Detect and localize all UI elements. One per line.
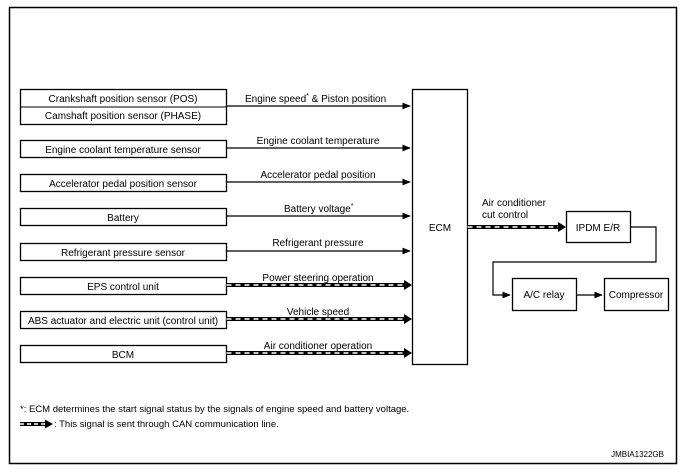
ac-relay-box: [511, 277, 578, 312]
refrigerant-pressure-sensor-label: Refrigerant pressure sensor: [61, 248, 186, 259]
engine-coolant-temperature-sensor-label: Engine coolant temperature sensor: [45, 145, 201, 156]
ac-relay-label: A/C relay: [523, 290, 564, 301]
refrigerant-pressure-sensor-box: [19, 242, 228, 262]
outer-frame: [8, 6, 678, 465]
air-conditioner-operation-signal-label: Air conditioner operation: [264, 341, 372, 352]
eps-control-unit-label: EPS control unit: [87, 282, 159, 293]
engine-coolant-temperature-sensor-box: [19, 139, 228, 159]
battery-label: Battery: [107, 213, 139, 224]
ipdm-er-box: [565, 210, 632, 244]
crankshaft-sensor-label: Crankshaft position sensor (POS): [49, 94, 198, 105]
figure-code: JMBIA1322GB: [611, 450, 664, 459]
accelerator-pedal-position-sensor-box: [19, 173, 228, 193]
ecm-label: ECM: [429, 223, 451, 234]
ac-cut-control-can-arrow: [467, 222, 566, 232]
power-steering-signal-label: Power steering operation: [262, 273, 373, 284]
accelerator-position-signal-label: Accelerator pedal position: [260, 170, 375, 181]
camshaft-sensor-label: Camshaft position sensor (PHASE): [45, 111, 201, 122]
coolant-temperature-signal-label: Engine coolant temperature: [257, 136, 380, 147]
bcm-label: BCM: [112, 350, 134, 361]
can-legend-arrow-icon: [20, 419, 53, 429]
vehicle-speed-signal-label: Vehicle speed: [287, 307, 349, 318]
refrigerant-pressure-signal-label: Refrigerant pressure: [272, 238, 364, 249]
vehicle-speed-can-arrow: [226, 314, 412, 324]
ipdm-er-label: IPDM E/R: [576, 223, 620, 234]
asterisk-footnote: *: ECM determines the start signal statu…: [20, 404, 409, 415]
accelerator-pedal-position-sensor-label: Accelerator pedal position sensor: [49, 179, 198, 190]
battery-box: [19, 207, 228, 227]
air-conditioner-operation-can-arrow: [226, 348, 412, 358]
can-footnote: : This signal is sent through CAN commun…: [54, 419, 279, 430]
compressor-label: Compressor: [609, 290, 664, 301]
power-steering-can-arrow: [226, 280, 412, 290]
ecm-box: [411, 88, 469, 366]
engine-speed-signal-label: Engine speed* & Piston position: [245, 93, 386, 105]
battery-voltage-signal-label: Battery voltage*: [284, 203, 354, 215]
ac-cut-control-label-line1: Air conditioner: [482, 198, 547, 209]
abs-actuator-label: ABS actuator and electric unit (control …: [28, 316, 218, 327]
ac-cut-control-label-line2: cut control: [482, 210, 528, 221]
ipdm-to-ac-relay-arrow: [492, 226, 657, 299]
compressor-box: [603, 277, 670, 312]
